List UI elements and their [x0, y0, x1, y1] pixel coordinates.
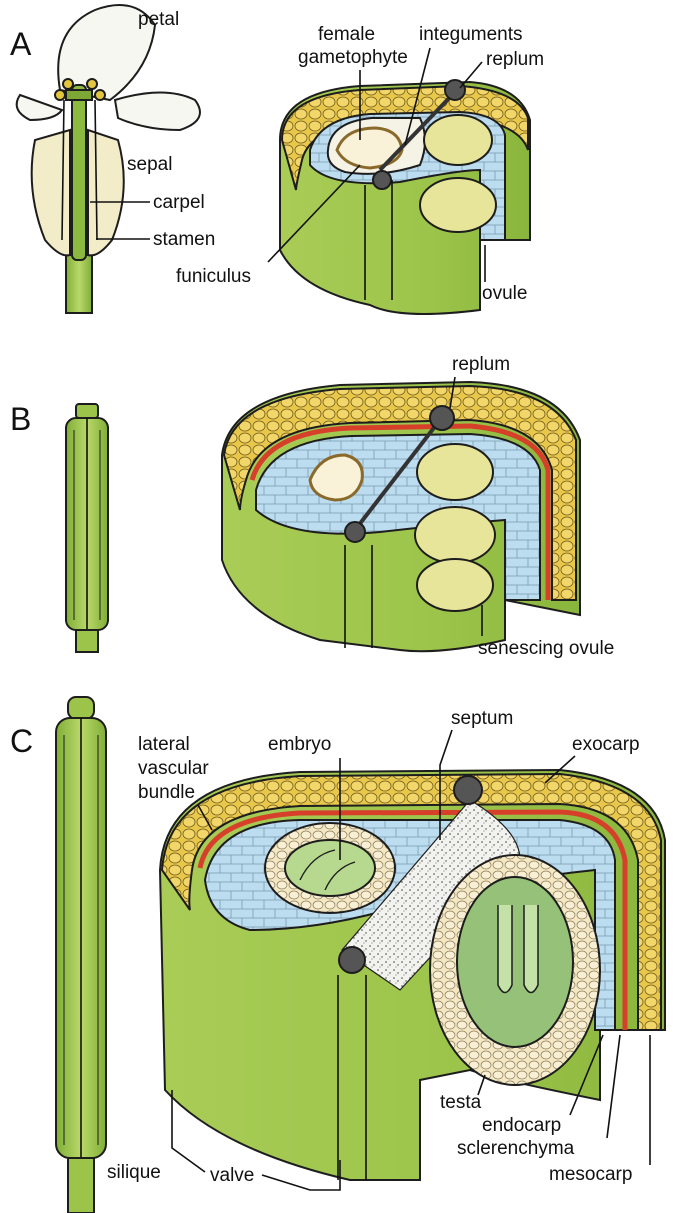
label-sclerenchyma: sclerenchyma [457, 1138, 575, 1159]
ovary-section-b [222, 382, 580, 651]
panel-a-letter: A [10, 26, 32, 62]
label-bundle: bundle [138, 782, 195, 803]
label-testa: testa [440, 1092, 482, 1113]
label-endocarp: endocarp [482, 1115, 561, 1136]
label-ovule: ovule [482, 283, 527, 304]
label-valve: valve [210, 1165, 254, 1186]
label-mesocarp: mesocarp [549, 1164, 632, 1185]
label-lateral: lateral [138, 734, 190, 755]
label-carpel: carpel [153, 192, 205, 213]
label-embryo: embryo [268, 734, 331, 755]
fruit-section-c [160, 770, 665, 1180]
label-silique: silique [107, 1162, 161, 1183]
panel-b-letter: B [10, 401, 31, 437]
panel-c-letter: C [10, 723, 33, 759]
silique-c [56, 697, 106, 1213]
label-female-2: gametophyte [298, 47, 408, 68]
ovary-section-a [280, 80, 530, 314]
label-stamen: stamen [153, 229, 215, 250]
label-petal: petal [138, 9, 179, 30]
label-septum: septum [451, 708, 513, 729]
label-sepal: sepal [127, 154, 172, 175]
label-replum-a: replum [486, 49, 544, 70]
label-vascular: vascular [138, 758, 209, 779]
label-replum-b: replum [452, 354, 510, 375]
label-integuments: integuments [419, 24, 523, 45]
label-funiculus: funiculus [176, 266, 251, 287]
gynoecium-b [66, 404, 108, 652]
label-female-1: female [318, 24, 375, 45]
leader-testa [478, 1075, 485, 1095]
label-exocarp: exocarp [572, 734, 640, 755]
label-senescing-ovule: senescing ovule [478, 638, 614, 659]
flower-drawing [17, 5, 200, 313]
leader-sclerenchyma [607, 1035, 620, 1138]
